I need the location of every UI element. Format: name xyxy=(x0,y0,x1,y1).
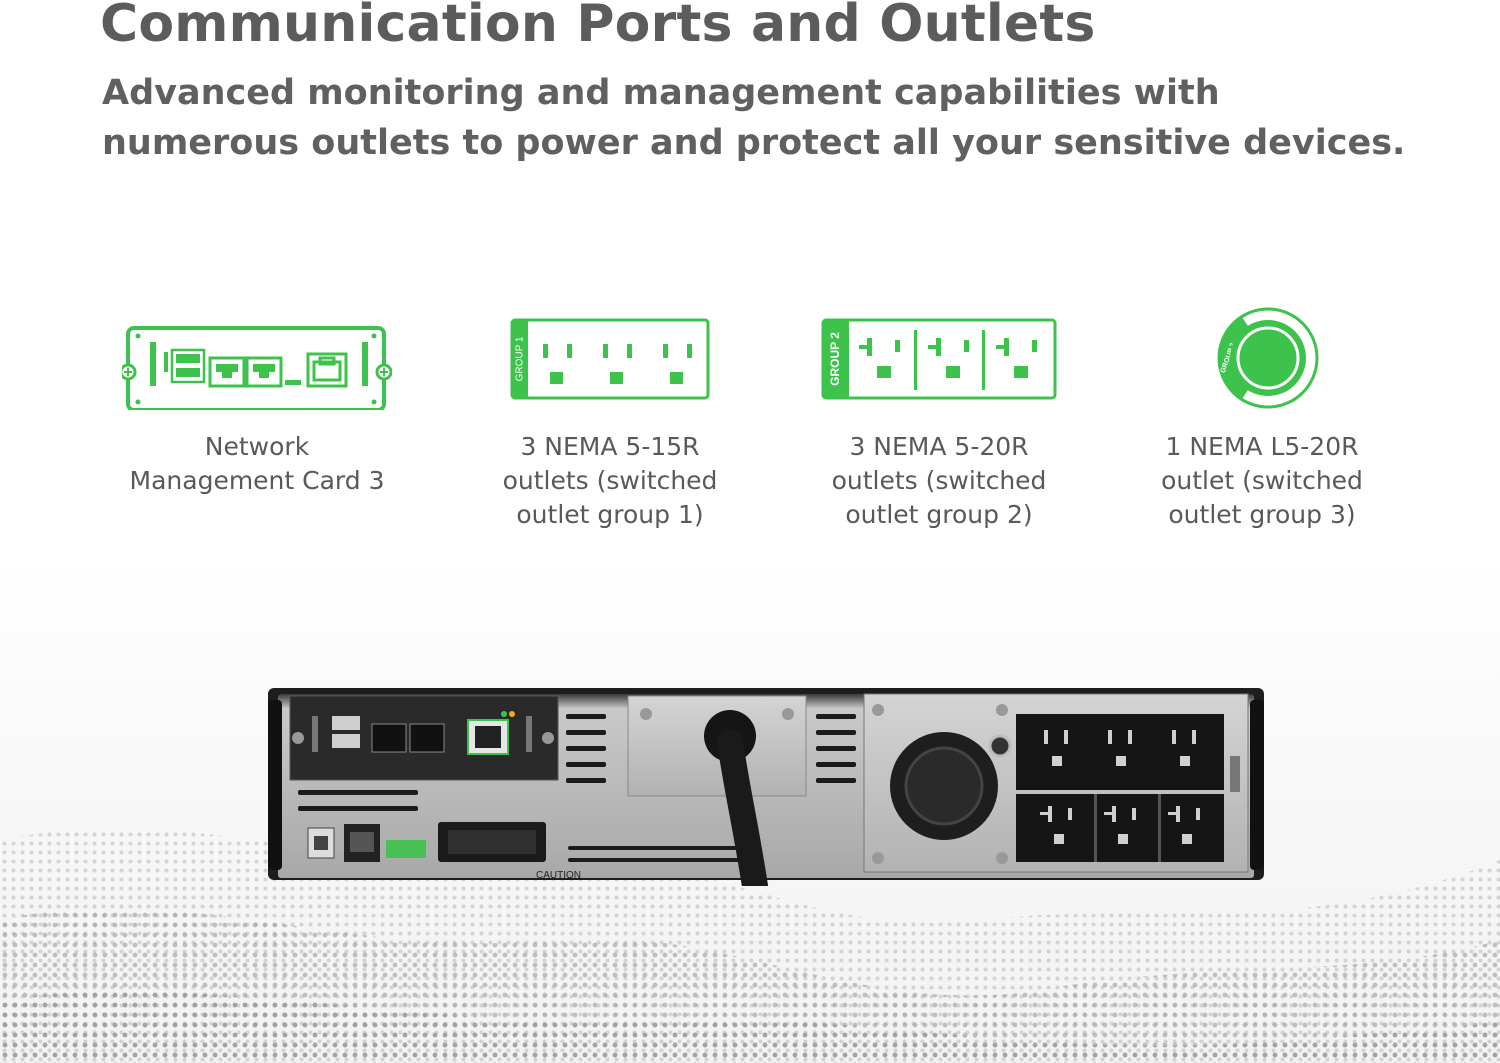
subtitle-line: numerous outlets to power and protect al… xyxy=(102,123,1406,163)
network-card-icon xyxy=(122,326,392,410)
feature-label: 1 NEMA L5-20R outlet (switched outlet gr… xyxy=(1161,432,1363,529)
page-subtitle: Advanced monitoring and management capab… xyxy=(100,68,1420,168)
ups-rear-panel-image: CAUTION xyxy=(268,688,1264,886)
feature-nema-l5-20r: GROUP 3 1 NEMA L5-20R outlet (switched o… xyxy=(1097,300,1427,532)
header: Communication Ports and Outlets Advanced… xyxy=(100,0,1420,168)
caution-label: CAUTION xyxy=(536,870,581,881)
page-title: Communication Ports and Outlets xyxy=(100,0,1096,54)
outlet-group-badge: GROUP 2 xyxy=(828,332,842,386)
feature-label: 3 NEMA 5-15R outlets (switched outlet gr… xyxy=(502,432,718,529)
feature-label: 3 NEMA 5-20R outlets (switched outlet gr… xyxy=(831,432,1047,529)
feature-network-card: Network Management Card 3 xyxy=(92,300,422,498)
feature-nema-5-15r: GROUP 1 3 NEMA 5-15R outlets (switched o… xyxy=(445,300,775,532)
nema-5-20r-outlet-icon: GROUP 2 xyxy=(821,318,1057,400)
nema-l5-20r-outlet-icon: GROUP 3 xyxy=(1217,307,1319,409)
feature-label: Network Management Card 3 xyxy=(129,432,385,495)
feature-nema-5-20r: GROUP 2 3 NEMA 5-20R outlets (switched o… xyxy=(774,300,1104,532)
subtitle-line: Advanced monitoring and management capab… xyxy=(102,73,1220,113)
outlet-group-badge: GROUP 1 xyxy=(515,336,526,381)
nema-5-15r-outlet-icon: GROUP 1 xyxy=(510,318,710,400)
